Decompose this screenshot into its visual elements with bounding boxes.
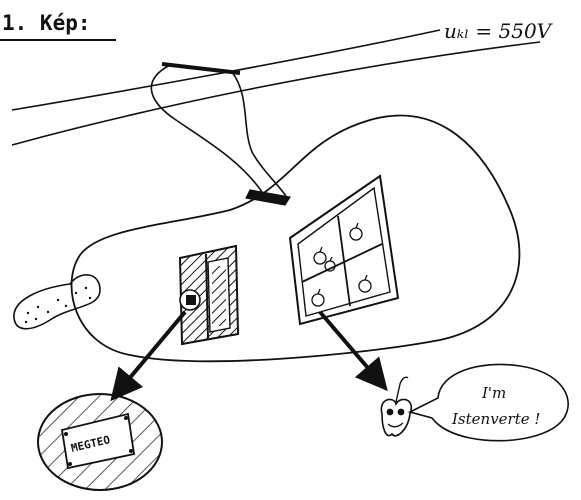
vehicle-body	[72, 116, 520, 362]
window-grid	[290, 176, 398, 324]
arrow-to-apple	[320, 312, 380, 382]
speech-line-2: Istenverte !	[451, 410, 540, 428]
speech-line-1: I'm	[481, 384, 506, 402]
voltage-label: uₖₗ = 550V	[444, 19, 554, 43]
overhead-wire-lower	[12, 42, 540, 145]
speech-bubble: I'm Istenverte !	[410, 364, 568, 440]
zoom-box-detail: MEGTEO	[38, 394, 162, 490]
door-panel	[180, 246, 238, 344]
sketch-title: 1. Kép:	[2, 11, 91, 35]
apple-character	[381, 377, 411, 436]
arrow-to-box	[118, 312, 185, 392]
bumper-pad	[14, 275, 100, 329]
